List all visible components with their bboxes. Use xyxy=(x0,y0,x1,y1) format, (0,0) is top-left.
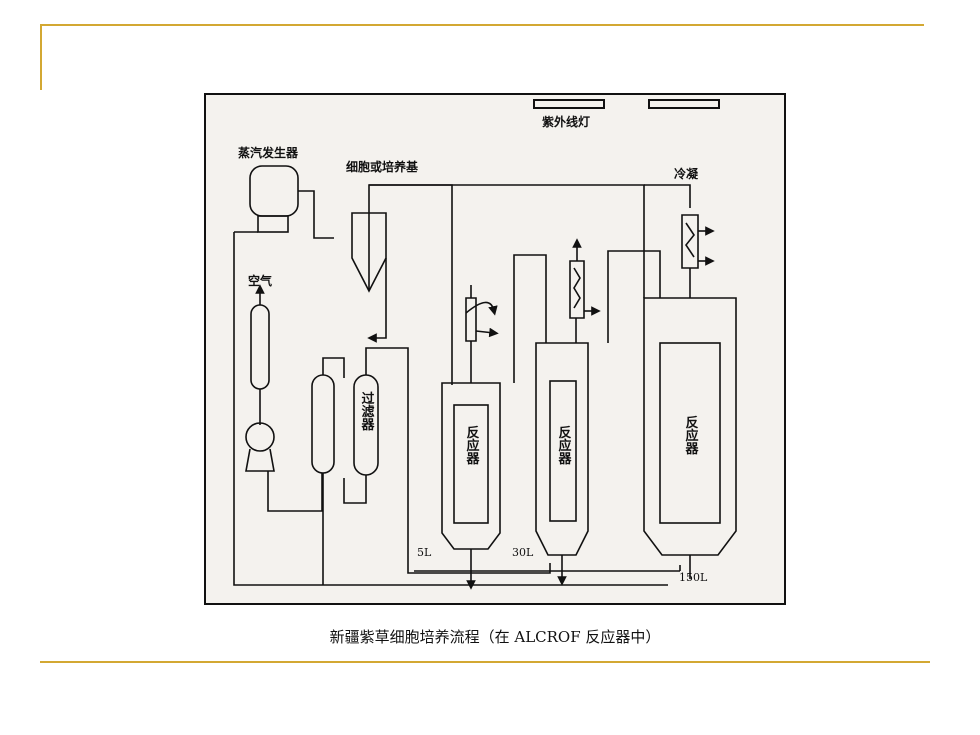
air-pump-base xyxy=(245,448,275,472)
reactor-30l-coil xyxy=(573,267,581,309)
reactor-30l-riser xyxy=(513,254,547,383)
label-reactor-5l: 反应器 xyxy=(464,425,481,466)
label-air: 空气 xyxy=(248,273,272,288)
steam-generator-base xyxy=(257,215,289,233)
slide-rule-left xyxy=(40,24,42,90)
header-to-condenser xyxy=(644,184,691,208)
reactor-30l-core xyxy=(549,380,577,522)
steam-line-down xyxy=(233,231,668,586)
reactor-5l-sight xyxy=(465,285,477,342)
label-steam-generator: 蒸汽发生器 xyxy=(238,145,299,160)
figure-caption: 新疆紫草细胞培养流程（在 ALCROF 反应器中） xyxy=(329,628,661,646)
air-column xyxy=(250,304,270,390)
bottom-collector xyxy=(414,565,681,572)
label-condenser: 冷凝 xyxy=(674,166,699,181)
medium-line-to-filter xyxy=(367,258,387,343)
medium-vessel xyxy=(351,212,387,293)
label-reactor-30l: 反应器 xyxy=(556,425,573,466)
uv-lamp-left xyxy=(533,99,605,109)
steam-generator-body xyxy=(249,165,299,217)
label-vol-30l: 30L xyxy=(512,546,534,559)
label-vol-150l: 150L xyxy=(679,571,708,584)
label-uv-lamp: 紫外线灯 xyxy=(542,114,590,129)
header-line xyxy=(369,184,645,298)
label-reactor-150l: 反应器 xyxy=(683,415,700,456)
middle-column-top xyxy=(322,357,345,378)
reactor-5l-shell xyxy=(441,382,501,550)
slide-rule-top xyxy=(40,24,924,26)
steam-pipe-out xyxy=(298,190,334,239)
reactor-150l-coil xyxy=(685,222,695,258)
reactor-150l-condenser xyxy=(681,214,699,269)
reactor-5l-loop2 xyxy=(475,327,499,338)
reactor-30l-condenser xyxy=(569,260,585,319)
middle-column xyxy=(311,374,335,474)
filter-bottom-line xyxy=(343,475,367,504)
slide-rule-bottom xyxy=(40,661,930,663)
reactor-5l-core xyxy=(453,404,489,524)
label-filter: 过滤器 xyxy=(359,391,376,432)
figure-frame xyxy=(204,93,786,605)
pump-to-column xyxy=(267,471,323,512)
label-vol-5l: 5L xyxy=(417,546,432,559)
reactor-5l-loop xyxy=(465,301,498,316)
reactor-150l-shell xyxy=(643,297,737,556)
uv-lamp-right xyxy=(648,99,720,109)
reactor-30l-shell xyxy=(535,342,589,556)
reactor-150l-riser xyxy=(607,250,661,343)
reactor-150l-core xyxy=(659,342,721,524)
filter-top-line xyxy=(365,347,551,574)
diagram-canvas: 紫外线灯 蒸汽发生器 细胞或培养基 冷凝 空气 过滤器 反应器 反应器 反应器 … xyxy=(204,93,786,605)
label-cell-or-medium: 细胞或培养基 xyxy=(346,159,419,174)
medium-vessel-outlet xyxy=(368,184,453,385)
process-flow-diagram: 紫外线灯 蒸汽发生器 细胞或培养基 冷凝 空气 过滤器 反应器 反应器 反应器 … xyxy=(204,93,786,605)
air-pump xyxy=(245,422,275,452)
